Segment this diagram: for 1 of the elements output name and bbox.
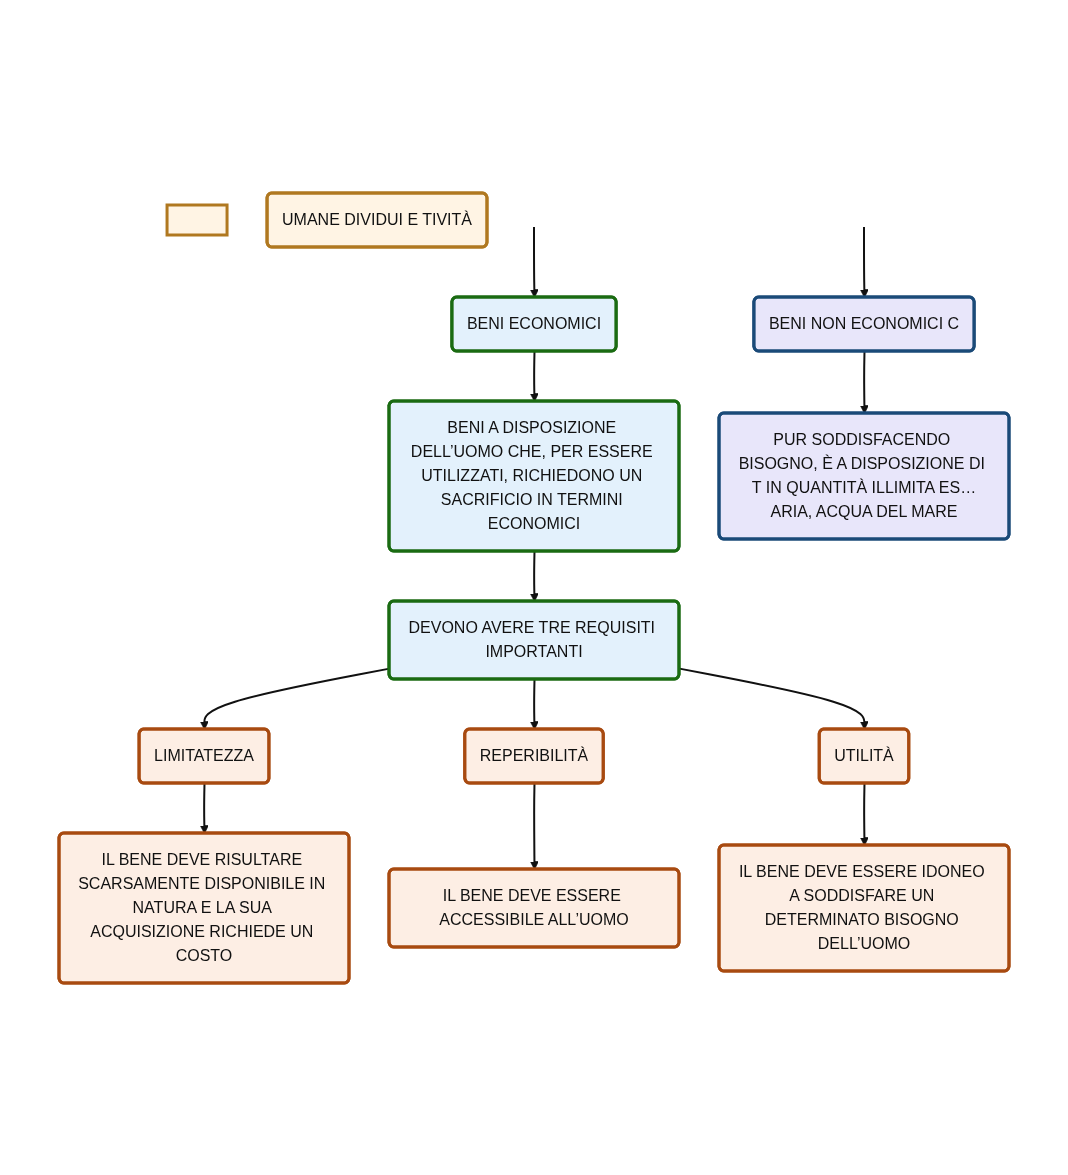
node-box [165, 203, 229, 236]
